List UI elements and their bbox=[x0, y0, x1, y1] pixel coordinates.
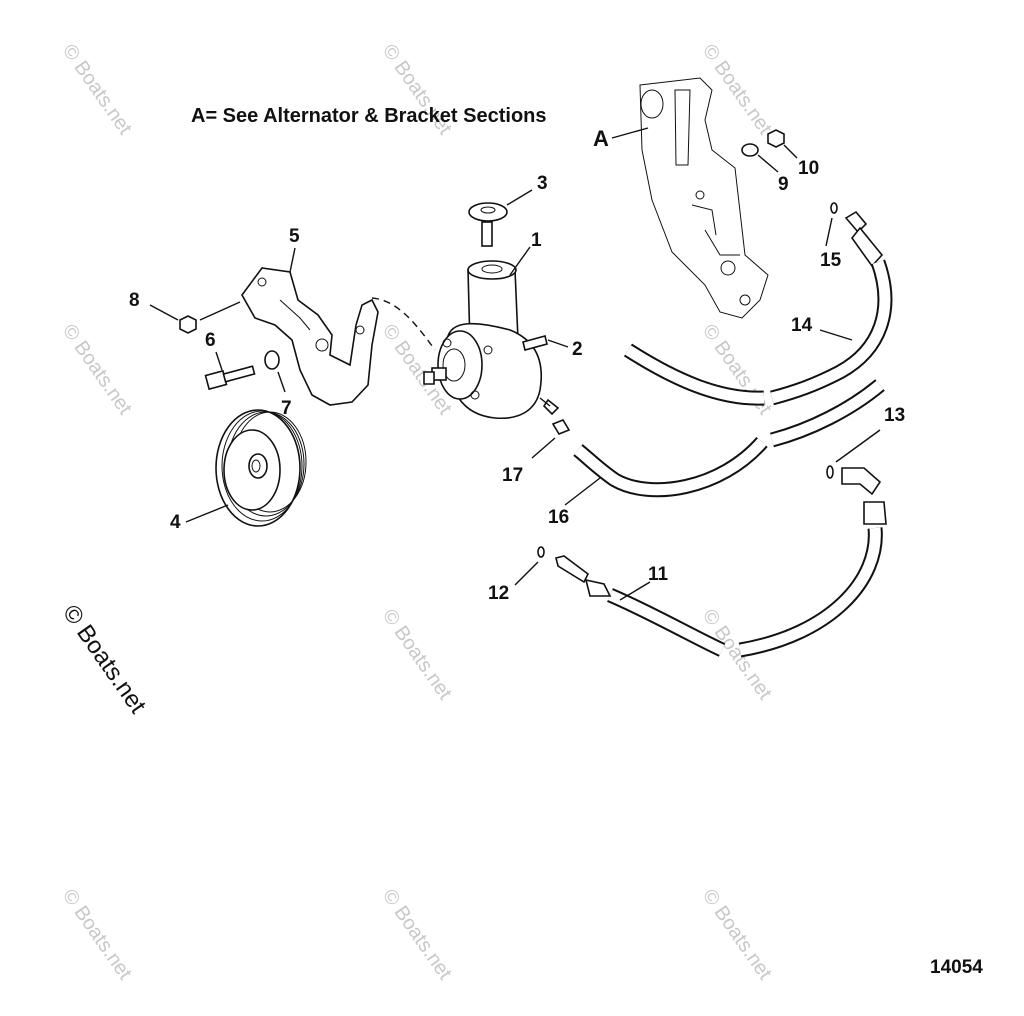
leader-line bbox=[531, 437, 556, 459]
leader-line bbox=[547, 339, 569, 348]
callout-17: 17 bbox=[502, 465, 523, 486]
callout-8: 8 bbox=[129, 290, 140, 311]
power-steering-pump-part-1 bbox=[423, 260, 560, 420]
fitting-part-14 bbox=[844, 210, 868, 234]
hose-part-16 bbox=[573, 379, 885, 498]
leader-line bbox=[215, 351, 223, 371]
leader-line bbox=[757, 154, 779, 173]
pulley-part-4 bbox=[215, 409, 307, 527]
pump-bracket-part-5 bbox=[241, 267, 379, 406]
callout-4: 4 bbox=[170, 512, 181, 533]
leader-line bbox=[514, 561, 539, 586]
leader-line bbox=[783, 144, 798, 159]
callout-15: 15 bbox=[820, 250, 842, 271]
leader-line bbox=[277, 371, 286, 393]
watermark: © Boats.net bbox=[58, 320, 136, 419]
fitting-part-17 bbox=[551, 419, 571, 435]
alternator-bracket-a bbox=[639, 77, 769, 319]
fitting-part-14 bbox=[850, 226, 884, 268]
callout-14: 14 bbox=[791, 315, 813, 336]
fitting-part-11 bbox=[841, 467, 882, 496]
leader-line bbox=[819, 329, 853, 341]
callout-5: 5 bbox=[289, 226, 300, 247]
ref-letter-a: A bbox=[593, 126, 609, 151]
callout-13: 13 bbox=[884, 405, 905, 426]
callout-10: 10 bbox=[798, 158, 819, 179]
leader-line bbox=[619, 581, 651, 601]
leader-line bbox=[509, 246, 531, 276]
callout-1: 1 bbox=[531, 230, 542, 251]
callout-7: 7 bbox=[281, 398, 292, 419]
copyright-stamp: © Boats.net bbox=[57, 600, 151, 719]
o-ring-part-13 bbox=[826, 465, 834, 479]
washer-part-7 bbox=[264, 350, 280, 370]
alignment-dashed-line bbox=[371, 297, 436, 351]
washer-part-9 bbox=[741, 143, 759, 157]
watermark: © Boats.net bbox=[698, 320, 776, 419]
fitting-part-11 bbox=[863, 501, 887, 525]
stud-part-2 bbox=[522, 335, 548, 351]
callout-16: 16 bbox=[548, 507, 569, 528]
leader-line bbox=[289, 247, 296, 273]
watermark-layer: © Boats.net © Boats.net © Boats.net © Bo… bbox=[58, 40, 776, 984]
reservoir-cap-part-3 bbox=[468, 202, 508, 247]
o-ring-part-12 bbox=[537, 546, 545, 558]
figure-number: 14054 bbox=[930, 957, 983, 978]
leader-line bbox=[825, 217, 833, 247]
leader-line bbox=[611, 127, 649, 139]
watermark: © Boats.net bbox=[698, 40, 776, 139]
leader-line bbox=[564, 477, 601, 506]
leader-line bbox=[835, 429, 881, 463]
hose-part-14 bbox=[623, 259, 893, 406]
callout-11: 11 bbox=[648, 564, 669, 585]
callout-6: 6 bbox=[205, 330, 216, 351]
callout-2: 2 bbox=[572, 339, 583, 360]
leader-line bbox=[185, 504, 229, 523]
leader-line bbox=[506, 189, 533, 206]
nut-part-8 bbox=[179, 315, 197, 334]
o-ring-part-15 bbox=[830, 202, 838, 214]
callout-12: 12 bbox=[488, 583, 509, 604]
watermark: © Boats.net bbox=[378, 885, 456, 984]
watermark: © Boats.net bbox=[378, 605, 456, 704]
section-reference-note: A= See Alternator & Bracket Sections bbox=[191, 105, 547, 127]
leader-line bbox=[199, 301, 241, 321]
watermark: © Boats.net bbox=[58, 885, 136, 984]
fitting-part-11 bbox=[555, 555, 590, 584]
leader-line bbox=[149, 304, 179, 321]
callout-labels: 1 2 3 4 5 6 7 8 9 10 11 12 13 14 15 16 1… bbox=[129, 158, 905, 604]
bolt-part-6 bbox=[204, 365, 256, 391]
watermark: © Boats.net bbox=[698, 885, 776, 984]
callout-3: 3 bbox=[537, 173, 548, 194]
watermark: © Boats.net bbox=[58, 40, 136, 139]
watermark: © Boats.net bbox=[698, 605, 776, 704]
fitting-part-11 bbox=[584, 578, 612, 597]
hose-part-11 bbox=[607, 527, 883, 658]
nut-part-10 bbox=[767, 129, 785, 148]
callout-9: 9 bbox=[778, 174, 789, 195]
